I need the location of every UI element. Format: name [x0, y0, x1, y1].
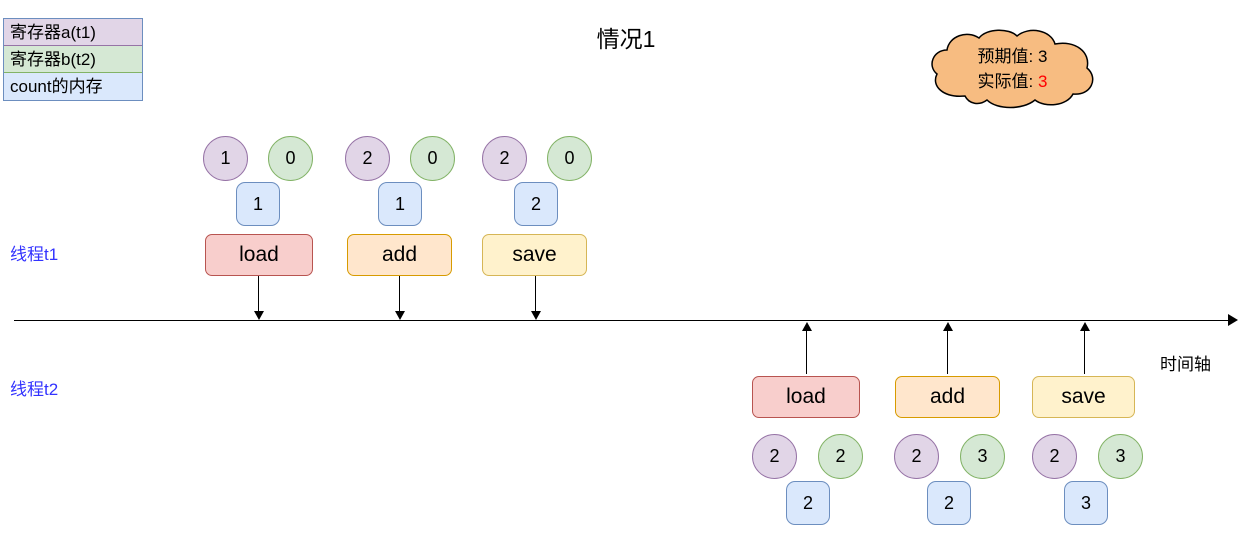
actual-value-line: 实际值: 3	[925, 69, 1100, 94]
legend-row-register-a: 寄存器a(t1)	[4, 19, 142, 46]
t2-save-memory: 3	[1064, 481, 1108, 525]
t1-add-connector	[399, 276, 400, 312]
t1-save-arrow-icon	[531, 311, 541, 320]
t2-op-save[interactable]: save	[1032, 376, 1135, 418]
t2-op-load[interactable]: load	[752, 376, 860, 418]
t2-save-reg-b: 3	[1098, 434, 1143, 479]
t2-add-arrow-icon	[943, 322, 953, 331]
t2-op-add[interactable]: add	[895, 376, 1000, 418]
t2-load-memory: 2	[786, 481, 830, 525]
result-cloud: 预期值: 3 实际值: 3	[925, 28, 1100, 110]
legend-row-register-b: 寄存器b(t2)	[4, 46, 142, 73]
t1-load-arrow-icon	[254, 311, 264, 320]
expected-value-line: 预期值: 3	[925, 44, 1100, 69]
t1-save-reg-b: 0	[547, 136, 592, 181]
expected-label: 预期值:	[977, 47, 1038, 66]
actual-value: 3	[1037, 72, 1048, 91]
timeline-axis-label: 时间轴	[1160, 355, 1211, 374]
cloud-text: 预期值: 3 实际值: 3	[925, 44, 1100, 94]
legend-row-memory: count的内存	[4, 73, 142, 100]
thread-label-t1: 线程t1	[10, 245, 59, 264]
t1-load-connector	[258, 276, 259, 312]
expected-value: 3	[1037, 47, 1048, 66]
page-title: 情况1	[596, 26, 656, 52]
t1-add-reg-b: 0	[410, 136, 455, 181]
t2-save-connector	[1084, 330, 1085, 374]
t1-load-memory: 1	[236, 182, 280, 226]
t1-load-reg-b: 0	[268, 136, 313, 181]
t1-add-memory: 1	[378, 182, 422, 226]
t2-load-reg-b: 2	[818, 434, 863, 479]
t1-add-arrow-icon	[395, 311, 405, 320]
t1-op-load[interactable]: load	[205, 234, 313, 276]
t1-save-memory: 2	[514, 182, 558, 226]
t2-add-connector	[947, 330, 948, 374]
t2-load-arrow-icon	[802, 322, 812, 331]
t1-load-reg-a: 1	[203, 136, 248, 181]
t1-op-add[interactable]: add	[347, 234, 452, 276]
t2-add-reg-a: 2	[894, 434, 939, 479]
actual-label: 实际值:	[977, 72, 1038, 91]
t2-add-memory: 2	[927, 481, 971, 525]
t1-add-reg-a: 2	[345, 136, 390, 181]
t2-load-connector	[806, 330, 807, 374]
timeline-arrow-icon	[1228, 314, 1238, 326]
cloud-shape	[931, 29, 1094, 109]
t1-op-save[interactable]: save	[482, 234, 587, 276]
legend: 寄存器a(t1) 寄存器b(t2) count的内存	[3, 18, 143, 101]
t1-save-reg-a: 2	[482, 136, 527, 181]
t2-load-reg-a: 2	[752, 434, 797, 479]
t2-add-reg-b: 3	[960, 434, 1005, 479]
t2-save-reg-a: 2	[1032, 434, 1077, 479]
t1-save-connector	[535, 276, 536, 312]
t2-save-arrow-icon	[1080, 322, 1090, 331]
timeline-axis	[14, 320, 1236, 321]
thread-label-t2: 线程t2	[10, 380, 59, 399]
